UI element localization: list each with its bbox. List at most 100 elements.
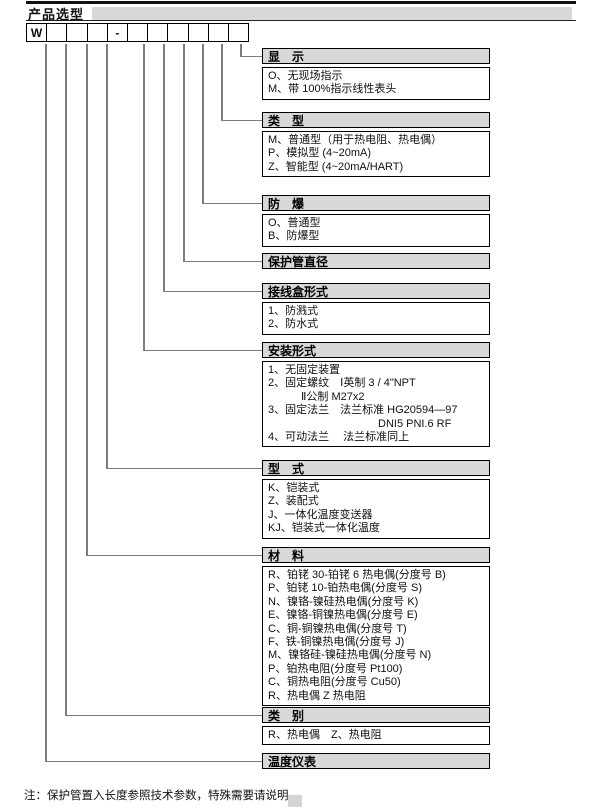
option-item: C、铜热电阻(分度号 Cu50) (268, 676, 401, 689)
connector-horizontal-line (183, 260, 262, 262)
section-header-protection-tube-diameter: 保护管直径 (262, 253, 490, 269)
connector-vertical-line (106, 44, 108, 468)
model-code-cell-dash: - (108, 24, 128, 41)
section-header-category: 类 别 (262, 707, 490, 723)
model-code-cell (67, 24, 88, 41)
connector-horizontal-line (240, 55, 262, 57)
option-item: 2、固定螺纹 Ⅰ英制 3 / 4"NPT (268, 377, 416, 390)
model-code-cell (229, 24, 248, 41)
option-item: N、镍铬-镍硅热电偶(分度号 K) (268, 595, 419, 608)
model-code-cell-prefix: W (27, 24, 48, 41)
option-item: Z、智能型 (4~20mA/HART) (268, 160, 404, 173)
option-item: DNI5 PNI.6 RF (268, 417, 452, 430)
option-item: K、铠装式 (268, 482, 320, 494)
connector-vertical-line (183, 44, 185, 261)
option-item: R、铂铑 30-铂铑 6 热电偶(分度号 B) (268, 569, 446, 581)
section-material: 材 料 R、铂铑 30-铂铑 6 热电偶(分度号 B)P、铂铑 10-铂热电偶(分… (262, 547, 490, 707)
section-title: 材 料 (268, 548, 305, 563)
option-item: J、一体化温度变送器 (268, 508, 373, 521)
option-item: KJ、铠装式一体化温度 (268, 522, 380, 535)
section-header-material: 材 料 (262, 547, 490, 563)
model-code-row: W- (26, 23, 250, 42)
section-title: 接线盒形式 (268, 284, 329, 299)
connector-vertical-line (65, 44, 67, 715)
section-title: 型 式 (268, 461, 305, 476)
option-item: P、模拟型 (4~20mA) (268, 147, 371, 160)
section-items-category: R、热电偶 Z、热电阻 (262, 726, 490, 746)
option-item: M、镍铬硅-镍硅热电偶(分度号 N) (268, 649, 432, 662)
connector-vertical-line (143, 44, 145, 350)
section-category: 类 别 R、热电偶 Z、热电阻 (262, 707, 490, 746)
section-header-installation-form: 安装形式 (262, 342, 490, 358)
title-underline (26, 20, 576, 21)
model-code-cell (168, 24, 189, 41)
option-item: R、热电偶 Z、热电阻 (268, 729, 382, 741)
connector-horizontal-line (65, 714, 262, 716)
option-item: 1、防溅式 (268, 305, 319, 317)
section-title: 防 爆 (268, 196, 305, 211)
section-header-type: 类 型 (262, 112, 490, 128)
section-header-style: 型 式 (262, 460, 490, 476)
connector-horizontal-line (45, 760, 262, 762)
option-item: E、镍铬-铜镍热电偶(分度号 E) (268, 609, 418, 622)
section-items-type: M、普通型（用于热电阻、热电偶）P、模拟型 (4~20mA)Z、智能型 (4~2… (262, 131, 490, 178)
section-title: 保护管直径 (268, 254, 329, 269)
connector-horizontal-line (163, 290, 262, 292)
section-header-explosion-proof: 防 爆 (262, 195, 490, 211)
section-items-material: R、铂铑 30-铂铑 6 热电偶(分度号 B)P、铂铑 10-铂热电偶(分度号 … (262, 566, 490, 707)
option-item: R、热电偶 Z 热电阻 (268, 689, 366, 702)
option-item: B、防爆型 (268, 230, 320, 243)
option-item: C、铜-铜镍热电偶(分度号 T) (268, 622, 407, 635)
option-item: 3、固定法兰 法兰标准 HG20594—97 (268, 404, 458, 417)
page-title: 产品选型 (28, 7, 85, 22)
connector-horizontal-line (143, 349, 262, 351)
option-item: P、铂热电阻(分度号 Pt100) (268, 662, 403, 675)
option-item: P、铂铑 10-铂热电偶(分度号 S) (268, 582, 423, 595)
section-title: 类 型 (268, 113, 305, 128)
option-item: O、普通型 (268, 217, 321, 229)
option-item: 1、无固定装置 (268, 364, 341, 376)
section-title: 安装形式 (268, 343, 317, 358)
model-code-cell (209, 24, 229, 41)
title-highlight-bar (92, 7, 572, 21)
connector-vertical-line (45, 44, 47, 761)
section-protection-tube-diameter: 保护管直径 (262, 253, 490, 269)
connector-horizontal-line (106, 467, 262, 469)
section-title: 温度仪表 (268, 754, 317, 769)
option-item: F、铁-铜镍热电偶(分度号 J) (268, 636, 405, 649)
option-item: Z、装配式 (268, 495, 319, 508)
model-code-cell (128, 24, 149, 41)
option-item: M、普通型（用于热电阻、热电偶） (268, 134, 443, 146)
gray-artifact (288, 795, 302, 807)
section-title: 显 示 (268, 49, 305, 64)
model-code-cell (88, 24, 108, 41)
section-temperature-instrument: 温度仪表 (262, 753, 490, 769)
model-code-cell (189, 24, 209, 41)
title-top-rule (26, 1, 576, 4)
option-item: Ⅱ公制 M27x2 (268, 390, 365, 403)
model-code-cell (148, 24, 169, 41)
connector-horizontal-line (86, 554, 262, 556)
section-type: 类 型 M、普通型（用于热电阻、热电偶）P、模拟型 (4~20mA)Z、智能型 (… (262, 112, 490, 178)
connector-vertical-line (221, 44, 223, 120)
option-item: O、无现场指示 (268, 70, 343, 82)
option-item: 2、防水式 (268, 318, 319, 331)
connector-vertical-line (240, 44, 242, 56)
option-item: 4、可动法兰 法兰标准同上 (268, 431, 410, 444)
section-header-display: 显 示 (262, 48, 490, 64)
connector-vertical-line (86, 44, 88, 555)
option-item: M、带 100%指示线性表头 (268, 83, 397, 96)
footnote: 注：保护管置入长度参照技术参数，特殊需要请说明。 (24, 790, 300, 802)
model-code-cell (47, 24, 68, 41)
connector-horizontal-line (221, 119, 262, 121)
